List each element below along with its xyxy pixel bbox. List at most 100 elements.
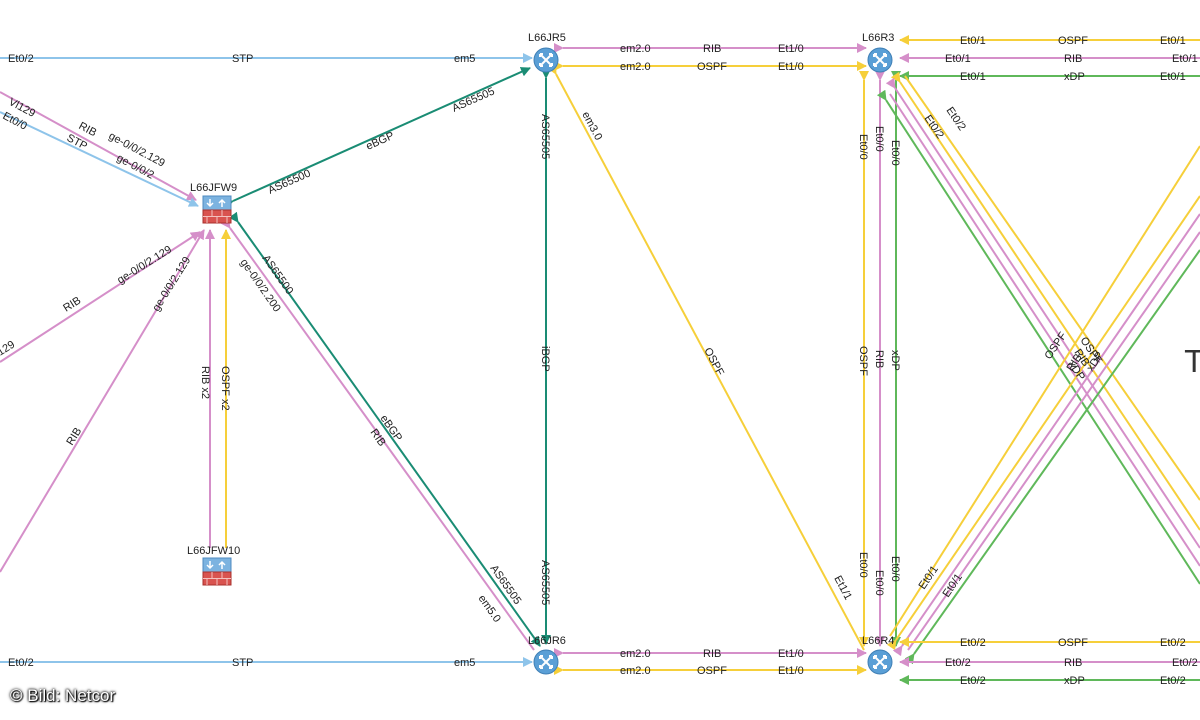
label-ospf-diag: OSPF (701, 346, 726, 378)
label-ospf-jr5-r3-right: Et1/0 (778, 61, 804, 73)
label-rib-jr6-r4-mid: RIB (703, 648, 721, 660)
label-ospf-r4-right: Et0/2 (1160, 637, 1186, 649)
link-rib-left-jfw9[interactable] (0, 91, 197, 201)
label-xdp-r3-mid: xDP (1064, 71, 1085, 83)
label-rib-leftlow: RIB (64, 426, 84, 448)
node-l66r4[interactable]: L66R4 (862, 635, 894, 675)
firewall-icon (202, 195, 232, 224)
node-l66jfw10[interactable]: L66JFW10 (187, 545, 240, 586)
link-rib2-r3-xcross[interactable] (889, 93, 1200, 567)
router-icon (867, 47, 893, 73)
link-ebgp-jfw9-jr6[interactable] (228, 211, 541, 647)
link-ospf2-r4-xcross[interactable] (889, 145, 1200, 637)
link-xdp-r3-xcross[interactable] (876, 89, 1200, 585)
label-ospf-jr6-r4-right: Et1/0 (778, 665, 804, 677)
router-icon (533, 47, 559, 73)
node-l66jfw9[interactable]: L66JFW9 (190, 182, 237, 224)
label-et00-v2a: Et0/0 (873, 126, 885, 152)
label-rib-r3-mid: RIB (1064, 53, 1082, 65)
node-label-l66jr6: L66JR6 (528, 635, 566, 647)
node-l66jr6[interactable]: L66JR6 (528, 635, 566, 675)
label-rib-r4-right: Et0/2 (1172, 657, 1198, 669)
node-label-l66jfw9: L66JFW9 (190, 182, 237, 194)
label-as65505-v1: AS65505 (539, 114, 551, 159)
node-l66r3[interactable]: L66R3 (862, 32, 894, 73)
node-label-l66jfw10: L66JFW10 (187, 545, 240, 557)
label-rib-jr5-r3-right: Et1/0 (778, 43, 804, 55)
edge-partial-label: T (1184, 345, 1200, 380)
node-label-l66r4: L66R4 (862, 635, 894, 647)
link-xdp-r4-xcross[interactable] (904, 249, 1200, 665)
link-rib-r3-xcross[interactable] (885, 77, 1200, 549)
label-rib-leftmid: RIB (61, 295, 83, 315)
label-stp-top-left: Et0/2 (8, 53, 34, 65)
label-xdp-r4-right: Et0/2 (1160, 675, 1186, 687)
image-credit: © Bild: Netcor (10, 686, 116, 705)
link-ebgp-jfw9-jr5[interactable] (222, 67, 531, 210)
label-stp-top-right: em5 (454, 53, 475, 65)
label-ospf-r4-mid: OSPF (1058, 637, 1088, 649)
label-et02-xb: Et0/2 (944, 105, 968, 133)
label-xdp-r3-left: Et0/1 (960, 71, 986, 83)
label-rib-x2: RIB x2 (199, 366, 211, 399)
label-rib-r3-right: Et0/1 (1172, 53, 1198, 65)
label-et01-xa: Et0/1 (917, 564, 941, 592)
label-ospf-r4-left: Et0/2 (960, 637, 986, 649)
label-rib-jr5-r3-mid: RIB (703, 43, 721, 55)
node-l66jr5[interactable]: L66JR5 (528, 32, 566, 73)
link-rib-r4-xcross[interactable] (892, 213, 1200, 657)
label-ospf-r3-left: Et0/1 (960, 35, 986, 47)
label-em50: em5.0 (476, 593, 503, 625)
link-ospf-jr5-r4[interactable] (547, 63, 865, 651)
label-et00-v1a: Et0/0 (857, 134, 869, 160)
link-rib-leftlow-jfw9[interactable] (0, 229, 205, 573)
label-ebgp-top: eBGP (364, 130, 396, 153)
label-et00-v2b: Et0/0 (873, 570, 885, 596)
label-ge-leftmid: ge-0/0/2.129 (115, 244, 174, 287)
label-rib-r3-left: Et0/1 (945, 53, 971, 65)
label-as65505-v2: AS65505 (539, 560, 551, 605)
label-ospf-v: OSPF (857, 346, 869, 376)
label-rib-jr5-r3-left: em2.0 (620, 43, 651, 55)
label-et02-xa: Et0/2 (922, 113, 946, 141)
link-rib2-r4-xcross[interactable] (907, 231, 1200, 651)
label-et11: Et1/1 (831, 574, 854, 602)
node-label-l66r3: L66R3 (862, 32, 894, 44)
label-xdp-r4-left: Et0/2 (960, 675, 986, 687)
label-rib-v: RIB (873, 350, 885, 368)
label-as65505-top: AS65505 (450, 85, 496, 114)
label-ospf-r3-mid: OSPF (1058, 35, 1088, 47)
link-stp-left-jfw9[interactable] (0, 111, 199, 207)
label-et00-v1b: Et0/0 (857, 552, 869, 578)
label-rib-jr6-r4-right: Et1/0 (778, 648, 804, 660)
label-as65505-low: AS65505 (488, 563, 524, 607)
label-ospf-r3-right: Et0/1 (1160, 35, 1186, 47)
link-ospf-r3-xcross[interactable] (890, 71, 1200, 531)
label-rib-r4-left: Et0/2 (945, 657, 971, 669)
label-as65500-top: AS65500 (266, 167, 312, 196)
label-xdp-r3-right: Et0/1 (1160, 71, 1186, 83)
link-ospf2-r3-xcross[interactable] (904, 75, 1200, 501)
router-icon (867, 649, 893, 675)
label-xdp-v: xDP (889, 350, 901, 371)
label-ospf-x2: OSPF x2 (219, 366, 231, 411)
label-et00-v3a: Et0/0 (889, 140, 901, 166)
label-et00-v3b: Et0/0 (889, 556, 901, 582)
label-stp-bottom-left: Et0/2 (8, 657, 34, 669)
label-ospf-jr6-r4-mid: OSPF (697, 665, 727, 677)
router-icon (533, 649, 559, 675)
firewall-icon (202, 557, 232, 586)
label-xdp-r4-mid: xDP (1064, 675, 1085, 687)
node-label-l66jr5: L66JR5 (528, 32, 566, 44)
label-stp-bottom-mid: STP (232, 657, 253, 669)
label-ospf-jr6-r4-left: em2.0 (620, 665, 651, 677)
label-stp-top-mid: STP (232, 53, 253, 65)
label-stp-bottom-right: em5 (454, 657, 475, 669)
label-ibgp: iBGP (539, 346, 551, 372)
link-rib-leftmid-jfw9[interactable] (0, 231, 201, 363)
link-ospf-r4-xcross[interactable] (886, 195, 1200, 651)
label-ospf-jr5-r3-left: em2.0 (620, 61, 651, 73)
label-ospf-jr5-r3-mid: OSPF (697, 61, 727, 73)
label-rib-r4-mid: RIB (1064, 657, 1082, 669)
